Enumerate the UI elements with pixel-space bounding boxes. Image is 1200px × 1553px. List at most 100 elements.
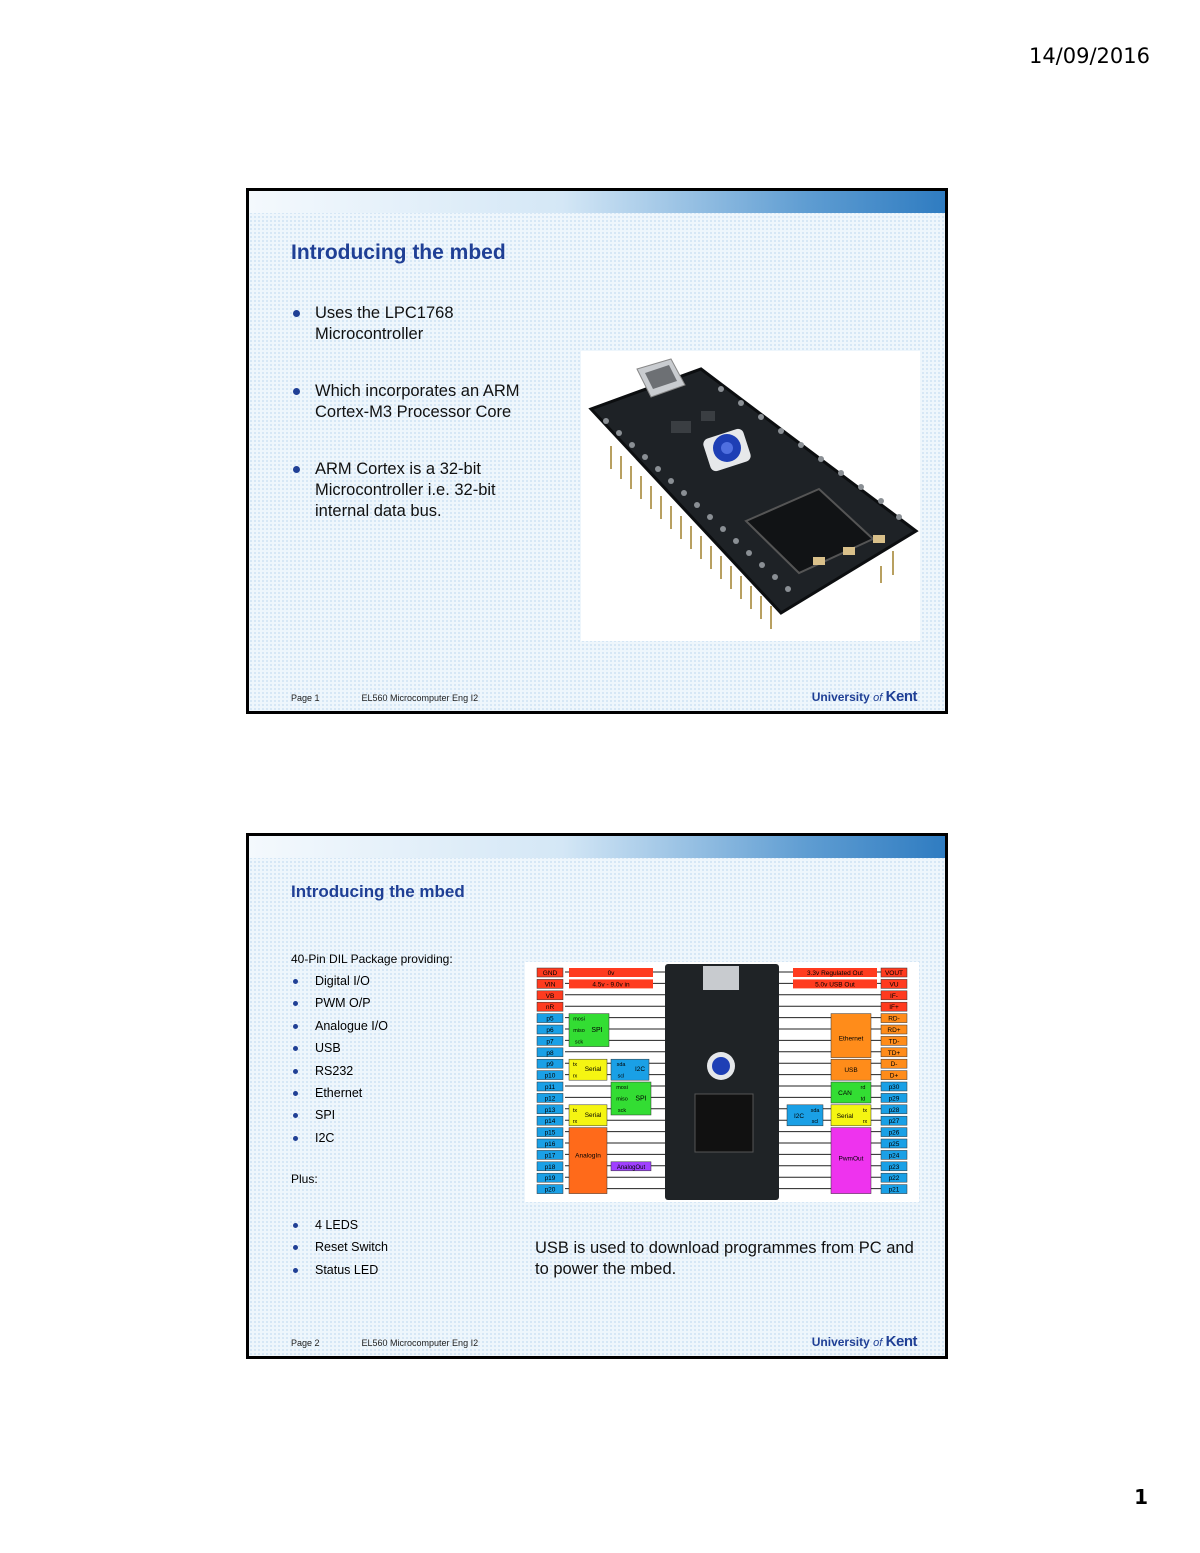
left-pin-label: p13 <box>545 1107 556 1114</box>
block-sub-label: sda <box>617 1062 627 1068</box>
left-pin-label: p14 <box>545 1118 556 1125</box>
slide-footer: Page 2 EL560 Microcomputer Eng I2 <box>291 1338 478 1348</box>
power-label: 4.5v - 9.0v in <box>592 981 630 988</box>
power-label: 5.0v USB Out <box>815 981 855 988</box>
left-pin-box <box>536 1161 564 1172</box>
right-pin-label: D+ <box>890 1073 899 1080</box>
left-pin-label: nR <box>546 1004 555 1011</box>
right-pin-label: TD+ <box>888 1050 901 1057</box>
block-sub-label: tx <box>573 1108 578 1114</box>
right-pin-label: p21 <box>889 1187 900 1194</box>
i2c-block <box>786 1104 824 1127</box>
block-sub-label: rx <box>863 1119 868 1125</box>
reset-button <box>712 1057 730 1075</box>
block-label: CAN <box>838 1090 852 1097</box>
page-number: 1 <box>1134 1485 1148 1509</box>
block-sub-label: td <box>861 1096 866 1102</box>
board-body <box>665 964 779 1200</box>
right-pin-label: IF+ <box>889 1004 899 1011</box>
block-sub-label: mosi <box>616 1085 628 1091</box>
footer-page-number: Page 1 <box>291 693 320 703</box>
can-block <box>830 1081 872 1104</box>
bullet-item: Uses the LPC1768 Microcontroller <box>293 303 553 345</box>
block-sub-label: scl <box>812 1119 819 1125</box>
left-pin-box <box>536 1138 564 1149</box>
left-pin-label: p16 <box>545 1141 556 1148</box>
right-pin-box <box>880 1013 908 1023</box>
left-pin-label: p15 <box>545 1130 556 1137</box>
right-pin-box <box>880 967 908 978</box>
right-pin-box <box>880 1104 908 1115</box>
spi-block <box>568 1013 610 1047</box>
footer-page-number: Page 2 <box>291 1338 320 1348</box>
right-pin-box <box>880 1070 908 1080</box>
usb-connector <box>703 966 739 990</box>
slide-title: Introducing the mbed <box>291 241 506 264</box>
right-pin-box <box>880 1161 908 1172</box>
left-pin-box <box>536 967 564 978</box>
bullet-list: Uses the LPC1768 Microcontroller Which i… <box>293 303 553 558</box>
feature-item: I2C <box>291 1127 388 1149</box>
right-pin-box <box>880 990 908 1001</box>
footer-course: EL560 Microcomputer Eng I2 <box>361 693 479 703</box>
feature-item: RS232 <box>291 1060 388 1082</box>
block-sub-label: rx <box>573 1074 578 1080</box>
block-label: Ethernet <box>839 1035 864 1042</box>
power-box <box>569 979 653 989</box>
footer-course: EL560 Microcomputer Eng I2 <box>361 1338 479 1348</box>
left-pin-box <box>536 1115 564 1126</box>
extra-item: Status LED <box>291 1259 388 1281</box>
left-pin-label: p9 <box>546 1061 554 1068</box>
feature-list: Digital I/O PWM O/P Analogue I/O USB RS2… <box>291 970 388 1149</box>
right-pin-label: p28 <box>889 1107 900 1114</box>
left-pin-box <box>536 1058 564 1069</box>
power-box <box>793 979 877 989</box>
left-pin-box <box>536 1070 564 1080</box>
serial-block <box>568 1058 608 1081</box>
university-logo: University of Kent <box>811 1333 918 1350</box>
block-label: I2C <box>635 1066 645 1073</box>
right-pin-box <box>880 1024 908 1035</box>
block-label: USB <box>844 1067 857 1074</box>
right-pin-label: p23 <box>889 1164 900 1171</box>
left-pin-box <box>536 1024 564 1035</box>
right-pin-box <box>880 1172 908 1183</box>
block-sub-label: rd <box>861 1085 866 1091</box>
main-chip <box>694 1093 754 1153</box>
left-pin-label: p7 <box>546 1038 554 1045</box>
left-pin-box <box>536 979 564 989</box>
package-intro: 40-Pin DIL Package providing: <box>291 952 453 966</box>
left-pin-label: p10 <box>545 1073 556 1080</box>
block-label: PwmOut <box>839 1155 864 1162</box>
left-pin-box <box>536 1036 564 1046</box>
left-pin-box <box>536 1150 564 1160</box>
mbed-board-illustration <box>588 358 919 629</box>
left-pin-label: p19 <box>545 1175 556 1182</box>
analogout-block <box>610 1161 652 1172</box>
right-pin-box <box>880 1184 908 1194</box>
extra-item: Reset Switch <box>291 1236 388 1258</box>
left-pin-label: p5 <box>546 1016 554 1023</box>
usb-caption: USB is used to download programmes from … <box>535 1239 914 1278</box>
left-pin-label: p20 <box>545 1187 556 1194</box>
document-date: 14/09/2016 <box>1028 44 1150 68</box>
serial-block <box>830 1104 872 1127</box>
right-pin-box <box>880 1093 908 1103</box>
extra-item: 4 LEDS <box>291 1214 388 1236</box>
left-pin-box <box>536 1013 564 1023</box>
extras-list: 4 LEDS Reset Switch Status LED <box>291 1214 388 1281</box>
feature-item: Digital I/O <box>291 970 388 992</box>
right-pin-label: D- <box>891 1061 898 1068</box>
right-pin-box <box>880 1058 908 1069</box>
block-label: I2C <box>794 1113 804 1120</box>
block-label: Serial <box>585 1066 602 1073</box>
left-pin-box <box>536 1172 564 1183</box>
power-label: 3.3v Regulated Out <box>807 970 863 977</box>
right-pin-label: VOUT <box>885 970 903 977</box>
pwmout-block <box>830 1127 872 1194</box>
slide-footer: Page 1 EL560 Microcomputer Eng I2 <box>291 693 478 703</box>
right-pin-label: p26 <box>889 1130 900 1137</box>
plus-label: Plus: <box>291 1172 318 1186</box>
right-pin-box <box>880 1138 908 1149</box>
